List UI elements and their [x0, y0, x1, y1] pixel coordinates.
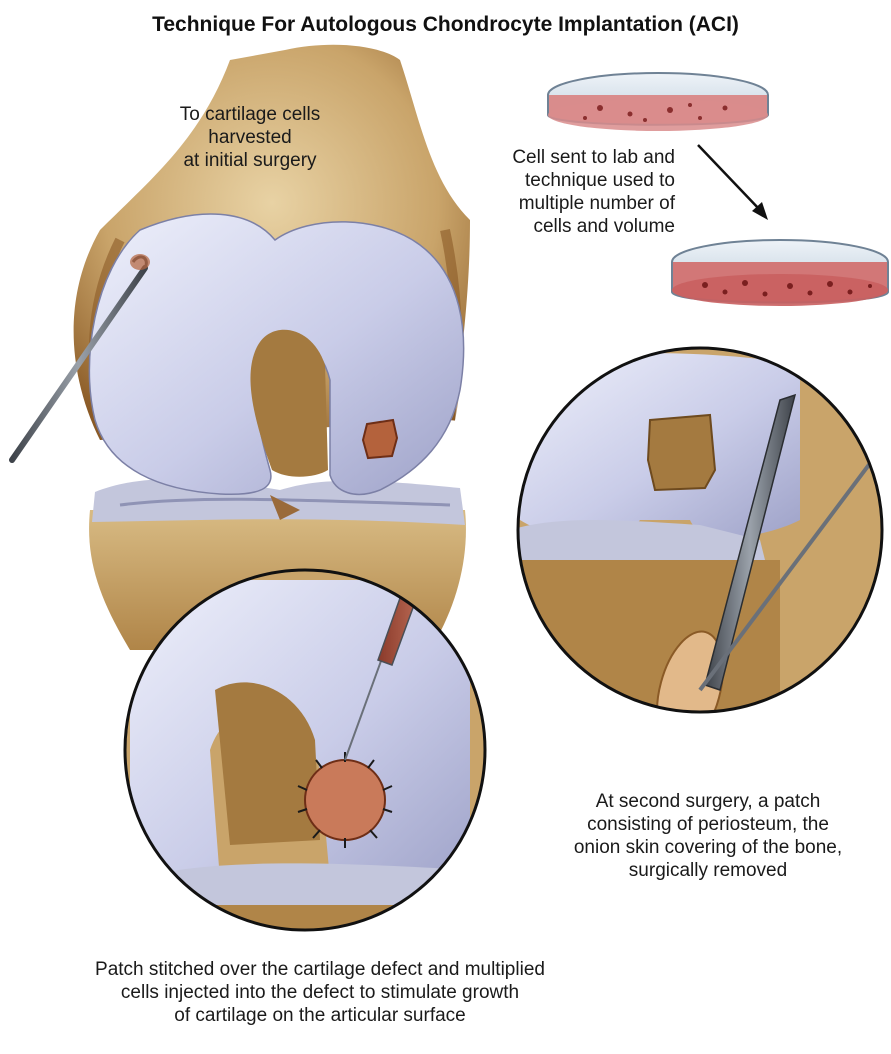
caption-harvest: To cartilage cells harvested at initial …: [140, 103, 360, 172]
periosteum-harvest-inset: [510, 340, 890, 756]
petri-dish-multiplied: [672, 240, 888, 306]
petri-dish-initial: [548, 73, 768, 131]
caption-lab: Cell sent to lab and technique used to m…: [445, 146, 675, 238]
cartilage-defect: [363, 420, 397, 458]
process-arrow: [698, 145, 768, 220]
caption-patch: Patch stitched over the cartilage defect…: [0, 958, 640, 1027]
caption-second-surgery: At second surgery, a patch consisting of…: [548, 790, 868, 882]
meniscus: [92, 479, 465, 525]
diagram-title: Technique For Autologous Chondrocyte Imp…: [0, 13, 891, 37]
